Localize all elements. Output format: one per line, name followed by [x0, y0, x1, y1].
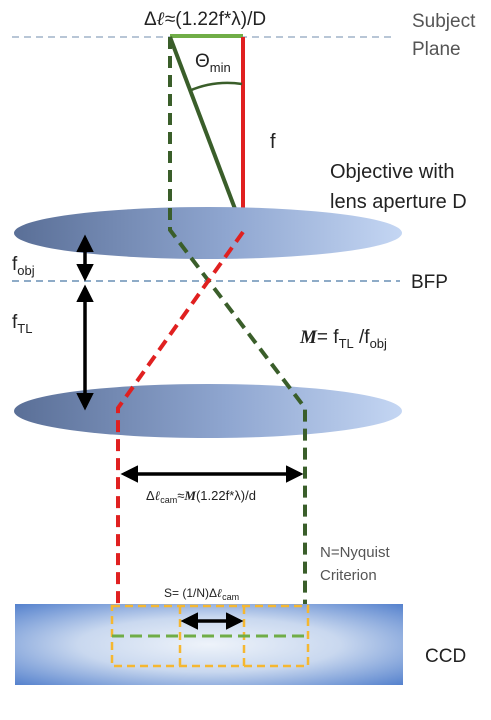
f-tl-label: fTL	[12, 312, 32, 336]
ccd-label: CCD	[425, 646, 466, 667]
theta-arc	[188, 81, 243, 93]
objective-lens	[14, 207, 402, 259]
tube-lens	[14, 384, 402, 438]
objective-label: Objective with lens aperture D	[330, 161, 467, 213]
pixel-size-label: S= (1/N)Δℓcam	[164, 586, 239, 602]
red-dashed-ray	[116, 230, 245, 636]
nyquist-label: N=Nyquist Criterion	[320, 544, 394, 584]
focal-length-label: f	[270, 131, 276, 153]
bfp-label: BFP	[411, 272, 448, 293]
green-dashed-ray	[168, 37, 307, 636]
delta-cam-label: Δℓcam≈M(1.22f*λ)/d	[146, 488, 256, 505]
resolution-formula: Δℓ≈(1.22f*λ)/D	[144, 9, 266, 30]
ccd-sensor	[15, 604, 403, 685]
theta-label: Θmin	[195, 51, 231, 75]
marginal-ray-solid	[168, 36, 245, 231]
magnification-label: M= fTL /fobj	[299, 327, 387, 351]
f-obj-label: fobj	[12, 254, 35, 278]
subject-plane-label: Subject Plane	[412, 11, 481, 60]
